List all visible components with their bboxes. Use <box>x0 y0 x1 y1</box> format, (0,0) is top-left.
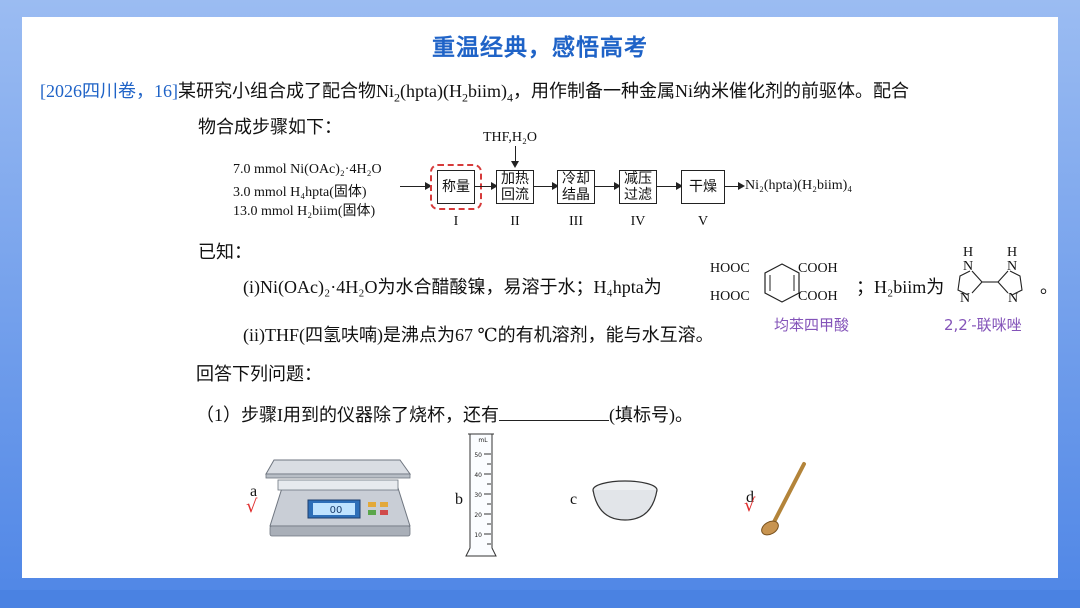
svg-text:mL: mL <box>478 437 488 444</box>
arrow-3-4 <box>595 182 621 190</box>
arrow-solvent-down <box>511 146 519 168</box>
question-source: [2026四川卷，16] <box>40 81 178 101</box>
medicine-spoon-icon <box>761 462 806 536</box>
graduated-cylinder-icon: mL 50 40 30 20 10 <box>465 433 497 557</box>
bottom-bar <box>0 590 1080 608</box>
label-b: b <box>455 491 463 508</box>
step-roman-4: IV <box>630 214 646 229</box>
hpta-group-tr: COOH <box>798 261 838 276</box>
slide-title: 重温经典，感悟高考 <box>432 35 648 61</box>
svg-text:50: 50 <box>474 452 482 459</box>
question-intro-line2: 物合成步骤如下： <box>198 117 342 137</box>
highlight-step1 <box>430 164 482 210</box>
hpta-group-br: COOH <box>798 289 838 304</box>
step-box-2: 加热回流 <box>496 170 534 204</box>
check-mark-d: √ <box>744 495 756 516</box>
question-1: （1）步骤I用到的仪器除了烧杯，还有(填标号)。 <box>196 405 693 425</box>
step-box-3: 冷却结晶 <box>557 170 595 204</box>
synthesis-flowchart: 7.0 mmol Ni(OAc)₂·4H₂O 3.0 mmol H₄hpta(固… <box>225 128 885 229</box>
answer-blank[interactable] <box>499 406 609 421</box>
biim-name: 2,2′-联咪唑 <box>944 316 1022 334</box>
label-a: a <box>250 483 258 500</box>
balance-display: 00 <box>330 505 343 516</box>
svg-text:10: 10 <box>474 532 482 539</box>
hpta-name: 均苯四甲酸 <box>774 316 850 334</box>
product-formula: Ni₂(hpta)(H₂biim)₄ <box>745 178 853 193</box>
arrow-to-step1 <box>400 182 432 190</box>
added-solvent: THF,H₂O <box>483 130 537 145</box>
known-item1-end: 。 <box>1040 277 1058 297</box>
arrow-1-2 <box>475 182 498 190</box>
reagent-ni-acetate: 7.0 mmol Ni(OAc)₂·4H₂O <box>233 162 382 177</box>
label-c: c <box>570 491 578 508</box>
evaporating-dish-icon <box>592 480 658 521</box>
step-roman-3: III <box>569 214 583 229</box>
benzene-ring-icon <box>764 263 800 303</box>
hpta-group-tl: HOOC <box>710 261 750 276</box>
known-item1-b: ；H₂biim为 <box>856 277 945 297</box>
arrow-5-product <box>725 182 745 190</box>
electronic-balance-icon: 00 <box>265 459 411 537</box>
hpta-group-bl: HOOC <box>710 289 750 304</box>
biimidazole-rings-icon <box>957 270 1023 296</box>
arrow-2-3 <box>534 182 559 190</box>
known-item1-a: (i)Ni(OAc)₂·4H₂O为水合醋酸镍，易溶于水；H₄hpta为 <box>243 277 662 297</box>
check-mark-a: √ <box>246 496 258 517</box>
known-item2: (ii)THF(四氢呋喃)是沸点为67 ℃的有机溶剂，能与水互溶。 <box>243 325 714 345</box>
reagent-h2biim: 13.0 mmol H₂biim(固体) <box>233 204 376 219</box>
svg-text:20: 20 <box>474 512 482 519</box>
step-box-1: 称量 <box>437 170 475 204</box>
svg-text:40: 40 <box>474 472 482 479</box>
known-heading: 已知： <box>198 242 252 262</box>
step-box-4: 减压过滤 <box>619 170 657 204</box>
svg-text:30: 30 <box>474 492 482 499</box>
slide <box>22 17 1058 578</box>
step-roman-2: II <box>510 214 520 229</box>
step-roman-1: I <box>453 214 459 229</box>
reagent-h4hpta: 3.0 mmol H₄hpta(固体) <box>233 185 367 200</box>
step-box-5: 干燥 <box>681 170 725 204</box>
question-intro: [2026四川卷，16]某研究小组合成了配合物Ni2(hpta)(H2biim)… <box>40 81 909 105</box>
arrow-4-5 <box>657 182 683 190</box>
answer-heading: 回答下列问题： <box>196 364 322 384</box>
label-d: d <box>746 489 754 506</box>
step-roman-5: V <box>697 214 709 229</box>
